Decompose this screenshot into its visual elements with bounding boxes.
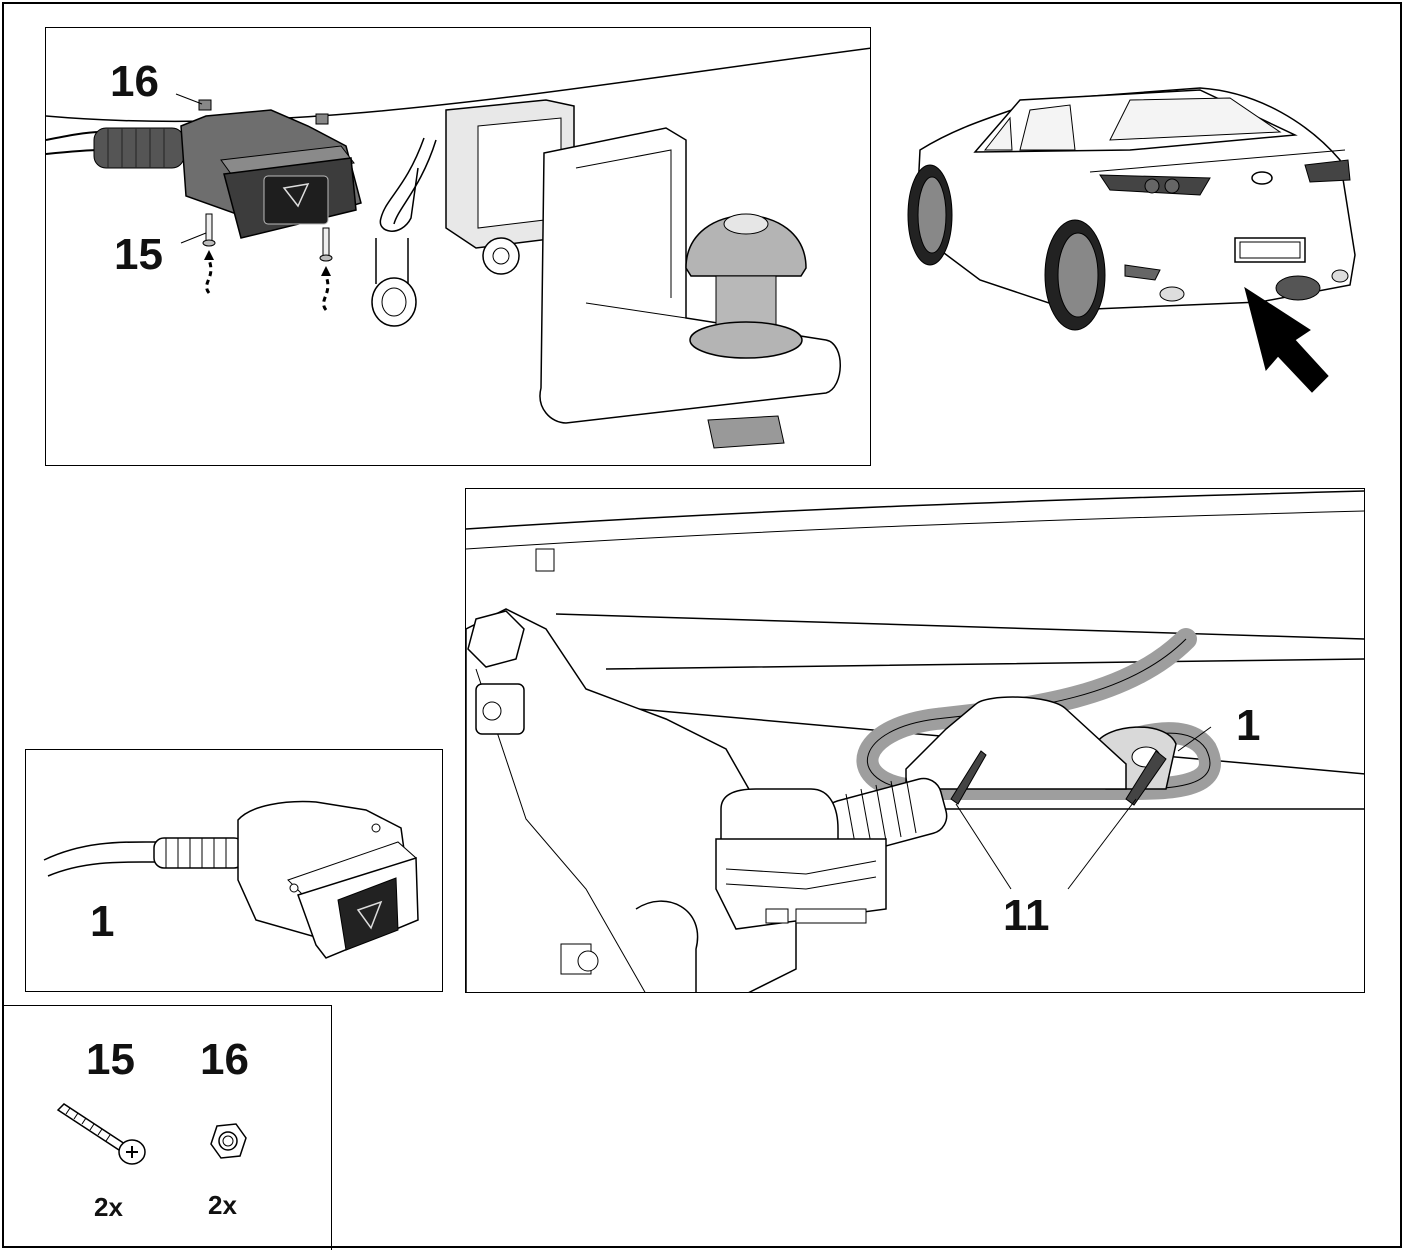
location-arrow xyxy=(1244,286,1329,393)
car-illustration xyxy=(907,87,1356,393)
callout-15-screw: 15 xyxy=(114,230,163,279)
part-16-quantity: 2x xyxy=(208,1190,237,1220)
part-15-number: 15 xyxy=(86,1035,135,1084)
socket-housing xyxy=(715,788,887,930)
cable-bellows xyxy=(823,776,948,857)
installed-view-illustration xyxy=(466,490,1364,992)
callout-1-socket: 1 xyxy=(1236,701,1261,750)
part-16-number: 16 xyxy=(200,1035,249,1084)
cable-bellows xyxy=(153,837,245,869)
socket-housing xyxy=(237,800,419,959)
installed-view-panel: 1 11 xyxy=(465,488,1365,993)
socket-part-panel: 1 xyxy=(25,749,443,992)
socket-part-illustration xyxy=(43,800,419,959)
tow-ball xyxy=(685,213,807,449)
nut-icon xyxy=(198,99,329,125)
screw-icon xyxy=(202,213,333,311)
socket-housing xyxy=(180,109,362,239)
callout-16-nut: 16 xyxy=(110,57,159,106)
car-rear-overview xyxy=(900,80,1370,410)
mounting-detail-illustration xyxy=(46,47,870,449)
mounting-bracket xyxy=(371,137,437,327)
callout-11-cable-ties: 11 xyxy=(1003,891,1050,940)
callout-1-socket-part: 1 xyxy=(90,897,115,946)
cable-tie-icon xyxy=(950,750,1167,806)
part-15-quantity: 2x xyxy=(94,1192,123,1222)
screw-icon xyxy=(56,1103,146,1165)
nut-icon xyxy=(210,1123,247,1159)
cable-bellows xyxy=(93,127,185,169)
mounting-detail-panel: 16 15 xyxy=(45,27,871,466)
parts-list-panel: 15 16 2x 2x xyxy=(2,1005,332,1250)
